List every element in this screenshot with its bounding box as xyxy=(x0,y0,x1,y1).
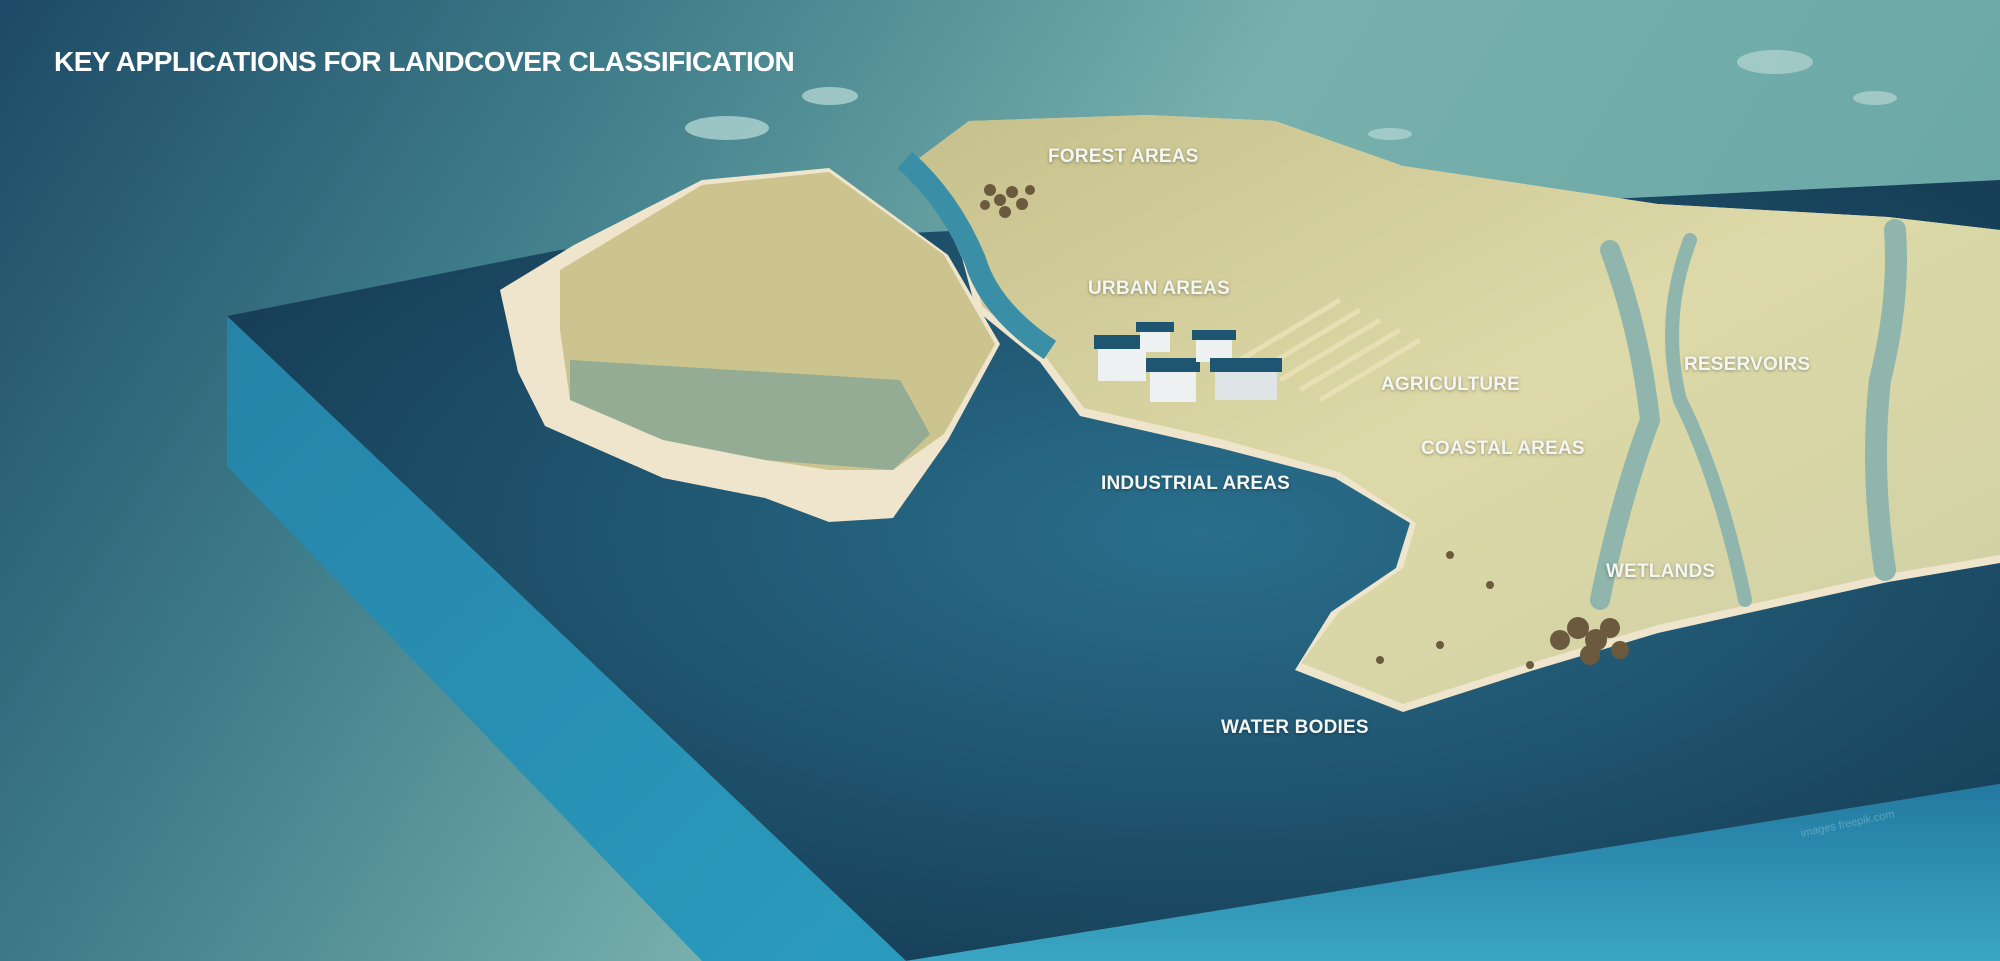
label-coastal-areas: COASTAL AREAS xyxy=(1421,438,1585,459)
label-agriculture: AGRICULTURE xyxy=(1381,374,1521,395)
buildings xyxy=(1094,322,1282,402)
reservoir-channels xyxy=(1590,219,1907,610)
trees xyxy=(980,184,1629,669)
island-cliff xyxy=(570,360,930,470)
page-title: KEY APPLICATIONS FOR LANDCOVER CLASSIFIC… xyxy=(54,46,795,77)
label-water-bodies: WATER BODIES xyxy=(1221,717,1369,738)
label-urban-areas: URBAN AREAS xyxy=(1088,278,1230,299)
label-wetlands: WETLANDS xyxy=(1606,561,1716,582)
slab-left-face xyxy=(227,316,906,961)
label-industrial-areas: INDUSTRIAL AREAS xyxy=(1101,473,1290,494)
river xyxy=(897,151,1057,360)
label-reservoirs: RESERVOIRS xyxy=(1684,354,1811,375)
label-forest-areas: FOREST AREAS xyxy=(1048,146,1199,167)
slab-front-face xyxy=(906,784,2000,961)
clouds xyxy=(685,50,1897,140)
